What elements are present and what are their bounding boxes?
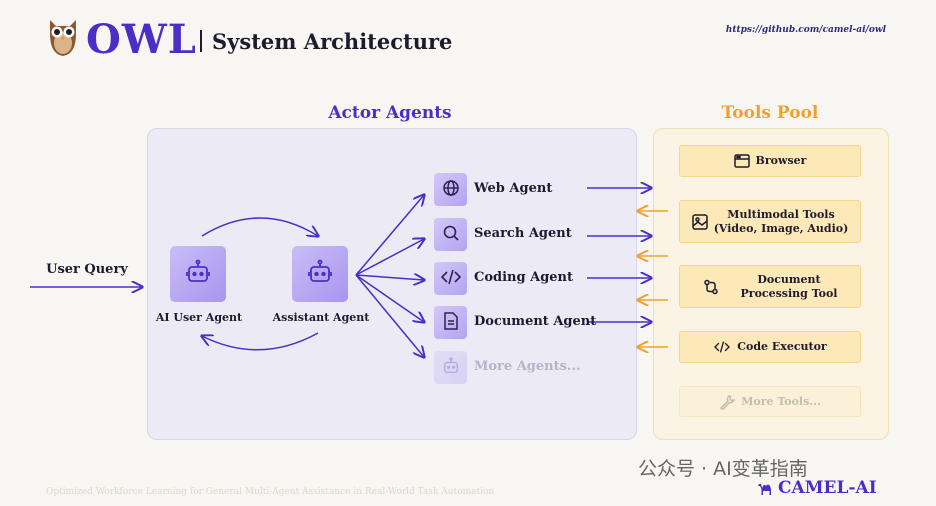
document-agent-label: Document Agent — [474, 314, 597, 329]
title-divider — [200, 30, 202, 52]
coding-agent-tile[interactable] — [434, 262, 467, 295]
globe-icon — [442, 179, 460, 201]
document-agent-tile[interactable] — [434, 306, 467, 339]
browser-icon — [733, 154, 750, 168]
actor-agents-title: Actor Agents — [328, 103, 452, 123]
tool-code-executor[interactable]: Code Executor — [679, 331, 861, 363]
git-compare-icon — [703, 279, 719, 295]
tool-browser[interactable]: Browser — [679, 145, 861, 177]
magnifier-icon — [442, 224, 460, 246]
web-agent-tile[interactable] — [434, 173, 467, 206]
tool-code-executor-label: Code Executor — [737, 340, 827, 353]
image-icon — [691, 213, 708, 230]
coding-agent-label: Coding Agent — [474, 270, 574, 285]
tool-more-tools[interactable]: More Tools... — [679, 386, 861, 417]
more-agents-label: More Agents... — [474, 359, 581, 374]
document-icon — [443, 311, 459, 334]
tool-document-processing-label-line2: Processing Tool — [740, 286, 838, 300]
tool-multimodal-label-line1: Multimodal Tools — [727, 207, 835, 221]
robot-icon — [442, 356, 460, 379]
footer-tagline: Optimized Workforce Learning for General… — [46, 487, 495, 497]
ai-user-agent-tile[interactable] — [170, 246, 226, 302]
more-agents-tile[interactable] — [434, 351, 467, 384]
user-query-label: User Query — [46, 262, 128, 277]
tool-more-tools-label: More Tools... — [741, 394, 821, 408]
tool-multimodal-label-line2: (Video, Image, Audio) — [713, 221, 849, 235]
page-title: System Architecture — [212, 29, 453, 54]
camel-ai-brand-text: CAMEL-AI — [778, 478, 877, 498]
assistant-agent-label: Assistant Agent — [272, 311, 370, 324]
tool-document-processing-label-line1: Document — [757, 272, 821, 286]
owl-logo-icon — [44, 14, 82, 58]
web-agent-label: Web Agent — [474, 181, 553, 196]
code-icon — [713, 340, 731, 354]
tools-pool-title: Tools Pool — [721, 103, 819, 123]
wrench-icon — [719, 394, 736, 410]
robot-icon — [307, 259, 333, 289]
assistant-agent-tile[interactable] — [292, 246, 348, 302]
actor-agents-panel — [147, 128, 637, 440]
camel-icon — [757, 480, 775, 496]
tool-multimodal[interactable]: Multimodal Tools (Video, Image, Audio) — [679, 200, 861, 243]
tool-browser-label: Browser — [755, 154, 807, 167]
watermark-text: 公众号 · AI变革指南 — [638, 458, 808, 480]
logo-wordmark: OWL — [86, 16, 197, 63]
code-icon — [440, 268, 461, 290]
search-agent-label: Search Agent — [474, 226, 572, 241]
robot-icon — [185, 259, 211, 289]
repo-link[interactable]: https://github.com/camel-ai/owl — [725, 25, 886, 35]
ai-user-agent-label: AI User Agent — [155, 311, 243, 324]
search-agent-tile[interactable] — [434, 218, 467, 251]
tool-document-processing[interactable]: Document Processing Tool — [679, 265, 861, 308]
camel-ai-brand: CAMEL-AI — [757, 478, 877, 498]
